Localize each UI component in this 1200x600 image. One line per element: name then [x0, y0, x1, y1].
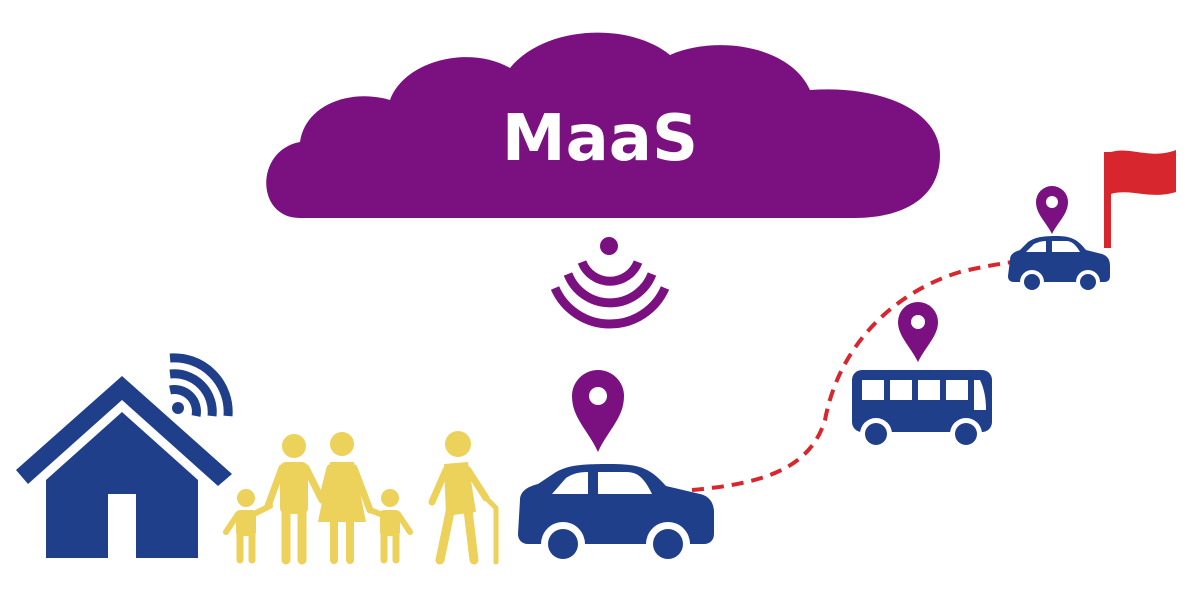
location-pin-icon: [1036, 186, 1068, 234]
car-icon: [518, 464, 714, 566]
cloud-label: MaaS: [502, 102, 698, 176]
location-pin-icon: [898, 302, 938, 362]
car-icon: [1008, 236, 1110, 294]
destination-flag-icon: [1104, 150, 1176, 248]
route-line: [691, 260, 1013, 492]
smart-home-icon: [16, 353, 233, 558]
location-pin-icon: [572, 370, 624, 452]
cloud-icon: MaaS: [266, 32, 940, 219]
family-icon: [223, 431, 499, 565]
wifi-broadcast-icon: [550, 237, 670, 329]
bus-icon: [852, 370, 992, 450]
